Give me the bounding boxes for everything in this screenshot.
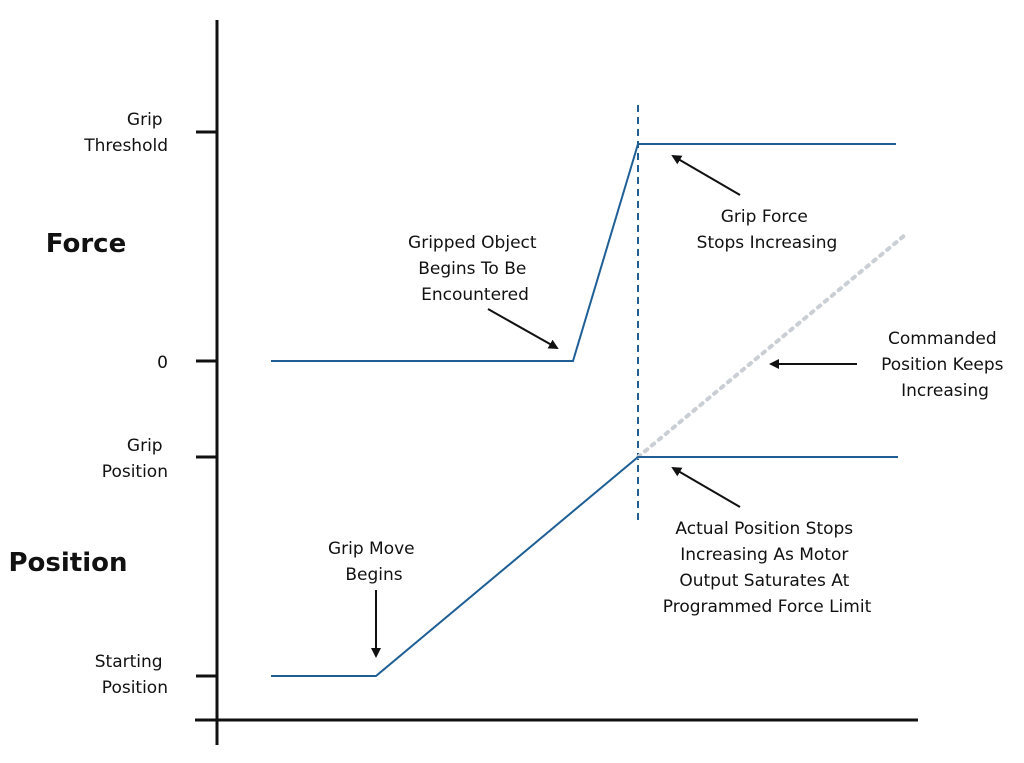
annotation-actual-position-stops: Actual Position Stops Increasing As Moto… — [663, 519, 872, 617]
tick-label-grip-position: Grip Position — [102, 436, 168, 482]
tick-label-zero: 0 — [157, 353, 168, 373]
tick-label-grip-threshold: Grip Threshold — [83, 110, 168, 156]
position-curve — [271, 456, 898, 677]
arrow-gripped-object — [487, 308, 559, 349]
commanded-position-line — [636, 233, 907, 459]
arrow-grip-force-stops — [671, 154, 741, 196]
position-section-label: Position — [8, 548, 127, 578]
tick-label-starting-position: Starting Position — [95, 652, 168, 698]
force-curve — [271, 143, 896, 362]
annotation-commanded-position: Commanded Position Keeps Increasing — [881, 329, 1009, 401]
annotation-grip-move-begins: Grip Move Begins — [328, 539, 420, 585]
arrow-actual-position-stops — [671, 466, 741, 508]
force-section-label: Force — [46, 229, 126, 259]
annotation-grip-force-stops: Grip Force Stops Increasing — [697, 207, 838, 253]
annotation-gripped-object: Gripped Object Begins To Be Encountered — [408, 233, 542, 305]
